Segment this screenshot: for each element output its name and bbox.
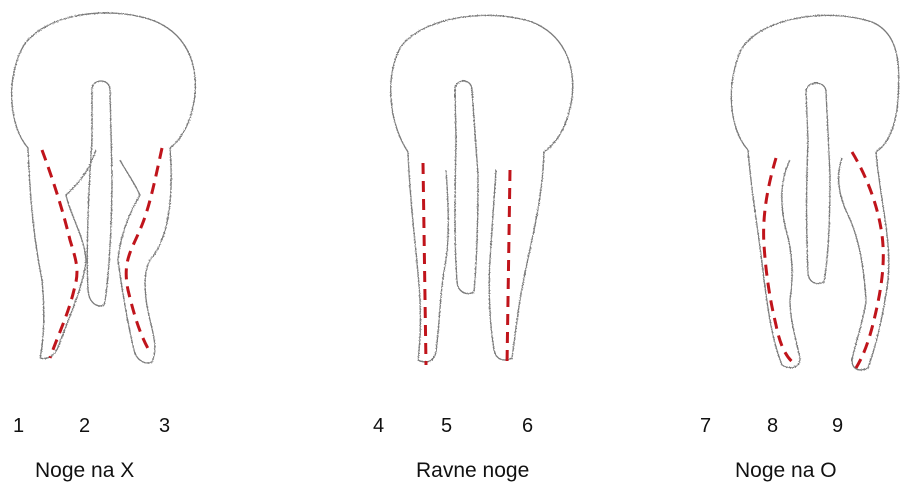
fleece-outline [391,15,573,152]
straight-legs-caption: Ravne noge [416,460,529,482]
straight-legs-drawing [391,15,573,362]
right-leg-guide [507,170,510,365]
o-legs-caption: Noge na O [735,460,837,482]
number-label: 7 [700,416,711,436]
number-label: 2 [79,416,90,436]
left-leg-outline [748,150,800,368]
number-label: 1 [13,416,24,436]
right-leg-outline [839,152,889,370]
tail-outline [806,83,830,284]
left-leg-guide [423,163,426,365]
number-label: 8 [767,416,778,436]
straight-legs-guides [423,163,510,365]
left-leg-guide [42,150,77,358]
x-legs-caption: Noge na X [35,460,134,482]
drawings [0,0,901,400]
number-label: 9 [832,416,843,436]
right-leg-guide [852,152,883,368]
o-legs-guides [764,152,884,368]
fleece-outline [12,13,196,148]
number-label: 5 [441,416,452,436]
number-label: 6 [522,416,533,436]
left-leg-outline [408,152,448,362]
number-label: 4 [373,416,384,436]
number-label: 3 [159,416,170,436]
tail-outline [455,81,478,294]
x-legs-drawing [12,13,196,363]
tail-outline [87,81,112,306]
right-leg-outline [489,152,544,360]
fleece-outline [731,15,898,152]
x-legs-guides [42,148,162,358]
right-leg-outline [118,148,171,363]
